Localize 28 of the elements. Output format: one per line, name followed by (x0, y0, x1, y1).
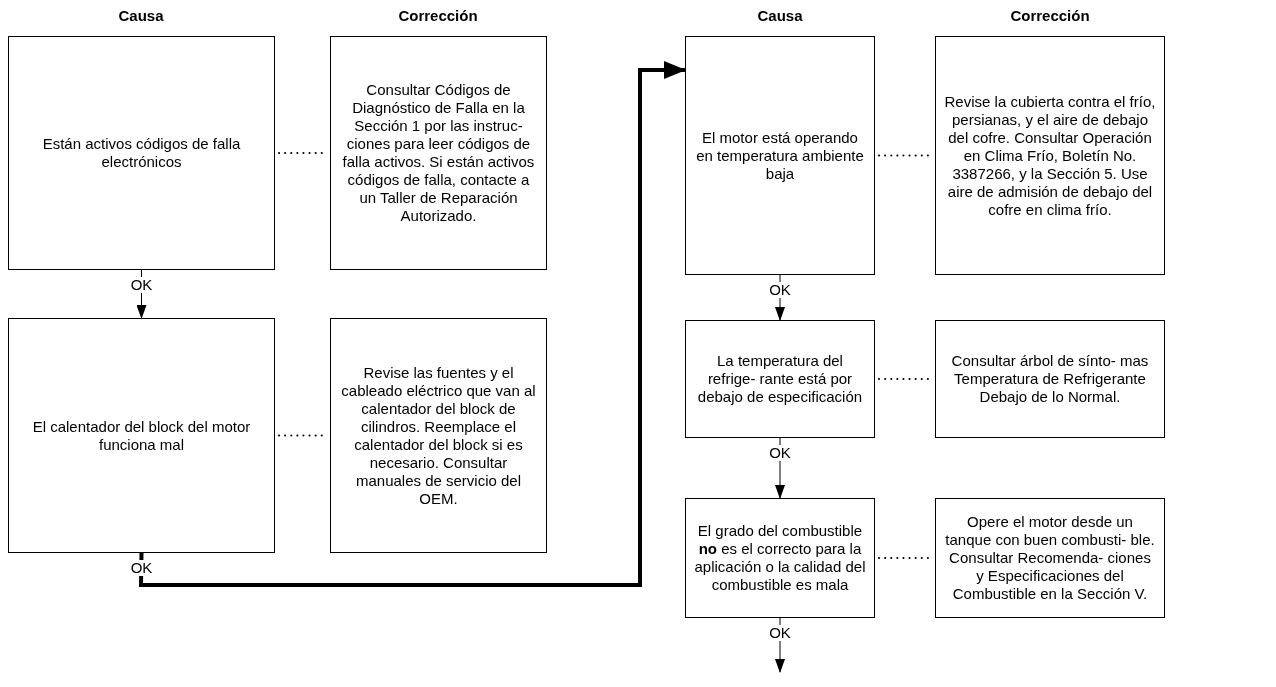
column-header: Corrección (398, 6, 478, 26)
dotted-connector (878, 557, 932, 559)
box-text: La temperatura del refrige- rante está por debajo de especificación (696, 352, 864, 406)
box-text: El motor está operando en temperatura ambiente baja (695, 128, 865, 183)
text-box (685, 498, 875, 618)
box-text: Opere el motor desde un tanque con buen combusti- ble. Consultar Recomenda- ciones y Especificaciones del Combustible en la Sección V. (944, 513, 1156, 603)
text-box (935, 498, 1165, 618)
box-text: Están activos códigos de falla electrónicos (41, 135, 242, 171)
dotted-connector (878, 378, 932, 380)
arrow (138, 61, 686, 587)
box-text: Revise la cubierta contra el frío, persianas, y el aire de debajo del cofre. Consultar Operación en Clima Frío, Boletín No. 3387266, y la Sección 5. Use aire de admisión de debajo del cofre en clima frío. (944, 92, 1156, 219)
box-text: Revise las fuentes y el cableado eléctrico que van al calentador del block de cilindros. Reemplace el calentador del block si es necesario. Consultar manuales de servicio del OEM. (340, 363, 537, 508)
text-box (8, 318, 275, 553)
box-text: Consultar árbol de sínto- mas Temperatura de Refrigerante Debajo de lo Normal. (950, 352, 1150, 406)
box-text: Consultar Códigos de Diagnóstico de Falla en la Sección 1 por las instruc- ciones para leer códigos de falla activos. Si están activos códigos de falla, contacte a un Taller de Reparación Autorizado. (341, 81, 536, 225)
text-box (8, 36, 275, 270)
column-header: Corrección (1010, 6, 1090, 26)
box-text: El grado del combustible no es el correcto para la aplicación o la calidad del combustible es mala (694, 522, 866, 594)
text-box (935, 36, 1165, 275)
box-text: El calentador del block del motor funciona mal (31, 417, 252, 454)
column-header: Causa (118, 6, 164, 26)
text-box (685, 320, 875, 438)
text-box (330, 318, 547, 553)
text-box (330, 36, 547, 270)
column-header: Causa (757, 6, 803, 26)
text-box (935, 320, 1165, 438)
dotted-connector (878, 154, 932, 157)
text-box (685, 36, 875, 275)
